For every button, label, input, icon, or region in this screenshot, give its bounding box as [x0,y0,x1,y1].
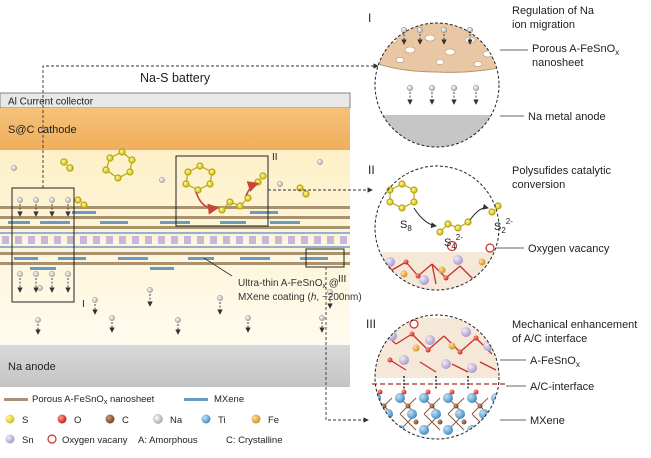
oxygen-vacancy-2 [485,243,495,253]
box-label-III: III [338,274,346,285]
legend-o-label: O [74,415,81,426]
panel-3-interface-label: A/C-interface [530,381,594,393]
na-metal-anode [375,115,499,147]
legend: Porous A-FeSnOx nanosheet MXene S O C Na… [4,394,283,446]
legend-ti-label: Ti [218,415,226,426]
box-label-I: I [82,299,85,310]
s4-label: S42- [444,233,463,251]
connector-lines [42,63,379,423]
legend-sn-label: Sn [22,435,34,446]
panel-3-title-line2: of A/C interface [512,333,587,345]
legend-s-label: S [22,415,28,426]
panel-3-numeral: III [366,317,376,331]
box-region-II [175,155,269,227]
battery-title: Na-S battery [140,71,211,85]
panel-3-circle [374,314,500,440]
legend-mxene-label: MXene [214,394,244,405]
amorphous-surface [375,252,499,290]
legend-crystalline-label: C: Crystalline [226,435,283,446]
legend-mxene-swatch [184,398,208,401]
box-region-III [305,248,345,268]
legend-na-label: Na [170,415,183,426]
legend-fe-atom [251,414,261,424]
ion-migration-arrows [17,204,333,335]
s2-label: S22- [494,217,513,235]
oxygen-vacancy-1 [446,240,458,252]
coating-layers [0,206,350,270]
collector-label: Al Current collector [8,97,94,108]
panel-2-numeral: II [368,163,375,177]
legend-na-atom [153,414,163,424]
s8-label: S8 [400,219,412,233]
panel-2-vacancy-label: Oxygen vacancy [528,243,610,255]
legend-vacancy-label: Oxygen vacany [62,435,128,446]
panel-catalytic-conversion: S8 S42- S22- II Polysufides catalytic co… [368,163,612,291]
panel-3-title-line1: Mechanical enhancement [512,319,637,331]
legend-sn-atom [5,434,15,444]
battery-stack: Na-S battery Al Current collector S@C ca… [0,71,362,387]
conversion-arrow-2 [245,181,260,197]
legend-amorphous-label: A: Amorphous [138,435,198,446]
panel-2-circle [374,165,500,291]
anode-label: Na anode [8,361,56,373]
panel-3-fesno-label: A-FeSnOx [530,355,580,369]
oxygen-vacancy-3 [409,319,419,329]
na-anode-layer [0,345,350,387]
coating-label-line1: Ultra-thin A-FeSnOx @ [238,278,339,290]
panel-1-nanosheet-label-2: nanosheet [532,57,583,69]
cathode-layer [0,108,350,150]
panel-1-anode-label: Na metal anode [528,111,606,123]
panel-1-numeral: I [368,11,371,25]
legend-c-label: C [122,415,129,426]
legend-s-atom [5,414,15,424]
conversion-arrow-1 [195,191,220,215]
legend-nanosheet-label: Porous A-FeSnOx nanosheet [32,394,155,406]
legend-ti-atom [201,414,211,424]
panel-ion-migration: I Regulation of Na ion migration Porous … [368,5,619,148]
box-label-II: II [272,152,278,163]
panel-1-circle [374,22,500,148]
panel-1-nanosheet-label: Porous A-FeSnOx [532,43,619,57]
legend-nanosheet-swatch [4,398,28,401]
panel-2-title-line1: Polysufides catalytic [512,165,612,177]
panel-2-title-line2: conversion [512,179,565,191]
legend-c-atom [105,414,115,424]
coating-pointer [203,257,233,277]
panel-3-mxene-label: MXene [530,415,565,427]
legend-o-atom [57,414,67,424]
panel-1-title-line2: ion migration [512,19,575,31]
cathode-label: S@C cathode [8,124,77,136]
legend-fe-label: Fe [268,415,279,426]
panel-1-title-line1: Regulation of Na [512,5,595,17]
coating-label-line2: MXene coating (h, ~200nm) [238,292,362,303]
legend-vacancy-symbol [47,434,57,444]
panel-interface: III Mechanical enhancement of A/C interf… [366,314,637,440]
na-ions [11,159,333,323]
